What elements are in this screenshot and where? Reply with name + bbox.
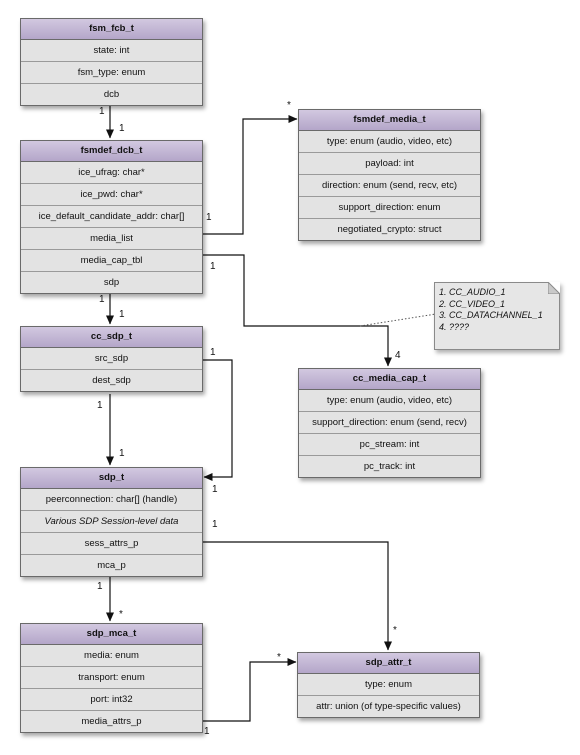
class-cc-media-cap-t[interactable]: cc_media_cap_t type: enum (audio, video,… [298, 368, 481, 478]
class-fsm-fcb-t[interactable]: fsm_fcb_t state: int fsm_type: enum dcb [20, 18, 203, 106]
class-sdp-t[interactable]: sdp_t peerconnection: char[] (handle) Va… [20, 467, 203, 577]
class-sdp-mca-t[interactable]: sdp_mca_t media: enum transport: enum po… [20, 623, 203, 733]
class-sdp-attr-t[interactable]: sdp_attr_t type: enum attr: union (of ty… [297, 652, 480, 718]
multiplicity-label: 1 [119, 448, 125, 459]
attr-support-direction: support_direction: enum (send, recv) [299, 412, 480, 434]
multiplicity-label: 1 [206, 212, 212, 223]
attr-session-level-data: Various SDP Session-level data [21, 511, 202, 533]
multiplicity-label: 1 [119, 309, 125, 320]
edge-media-attrs [202, 658, 297, 722]
attr-port: port: int32 [21, 689, 202, 711]
attr-state: state: int [21, 40, 202, 62]
attr-dcb: dcb [103, 89, 120, 100]
edge-sess-attrs [202, 541, 392, 651]
attr-peerconnection: peerconnection: char[] (handle) [21, 489, 202, 511]
attr-negotiated-crypto: negotiated_crypto: struct [337, 224, 442, 235]
class-title: sdp_attr_t [298, 653, 479, 674]
note-fold-icon [548, 282, 560, 294]
attr-type: type: enum (audio, video, etc) [299, 131, 480, 153]
attr-dest-sdp: dest_sdp [92, 375, 131, 386]
multiplicity-label: * [393, 625, 397, 636]
multiplicity-label: 1 [99, 294, 105, 305]
attr-pc-track: pc_track: int [363, 461, 416, 472]
attr-ice-ufrag: ice_ufrag: char* [21, 162, 202, 184]
note: 1. CC_AUDIO_1 2. CC_VIDEO_1 3. CC_DATACH… [434, 282, 560, 350]
multiplicity-label: 1 [210, 261, 216, 272]
attr-transport: transport: enum [21, 667, 202, 689]
attr-type: type: enum (audio, video, etc) [299, 390, 480, 412]
multiplicity-label: 1 [210, 347, 216, 358]
class-fsmdef-media-t[interactable]: fsmdef_media_t type: enum (audio, video,… [298, 109, 481, 241]
note-line: 2. CC_VIDEO_1 [439, 298, 506, 309]
attr-media-list: media_list [21, 228, 202, 250]
attr-attr: attr: union (of type-specific values) [316, 701, 461, 712]
attr-payload: payload: int [299, 153, 480, 175]
attr-ice-default-candidate-addr: ice_default_candidate_addr: char[] [21, 206, 202, 228]
attr-media-cap-tbl: media_cap_tbl [21, 250, 202, 272]
multiplicity-label: 1 [212, 519, 218, 530]
attr-ice-pwd: ice_pwd: char* [21, 184, 202, 206]
attr-mca-p: mca_p [97, 560, 126, 571]
multiplicity-label: 1 [119, 123, 125, 134]
note-line: 3. CC_DATACHANNEL_1 [439, 310, 543, 320]
multiplicity-label: * [277, 652, 281, 663]
multiplicity-label: * [119, 609, 123, 620]
attr-sess-attrs-p: sess_attrs_p [21, 533, 202, 555]
attr-sdp: sdp [103, 277, 120, 288]
edge-media-list [202, 115, 298, 235]
edge-media-cap-tbl [202, 254, 392, 367]
multiplicity-label: 1 [204, 726, 210, 737]
edge-src-sdp [202, 359, 233, 481]
class-title: fsmdef_media_t [299, 110, 480, 131]
multiplicity-label: * [287, 100, 291, 111]
attr-type: type: enum [298, 674, 479, 696]
class-title: cc_sdp_t [21, 327, 202, 348]
multiplicity-label: 1 [97, 400, 103, 411]
attr-support-direction: support_direction: enum [299, 197, 480, 219]
attr-pc-stream: pc_stream: int [299, 434, 480, 456]
class-title: fsmdef_dcb_t [21, 141, 202, 162]
attr-direction: direction: enum (send, recv, etc) [299, 175, 480, 197]
class-title: cc_media_cap_t [299, 369, 480, 390]
note-line: 1. CC_AUDIO_1 [439, 287, 506, 297]
attr-src-sdp: src_sdp [21, 348, 202, 370]
multiplicity-label: 1 [212, 484, 218, 495]
note-dotted-link [359, 313, 437, 327]
class-title: sdp_t [21, 468, 202, 489]
class-title: fsm_fcb_t [21, 19, 202, 40]
attr-media: media: enum [21, 645, 202, 667]
class-cc-sdp-t[interactable]: cc_sdp_t src_sdp dest_sdp [20, 326, 203, 392]
attr-media-attrs-p: media_attrs_p [81, 716, 142, 727]
note-line: 4. ???? [439, 321, 470, 332]
multiplicity-label: 1 [97, 581, 103, 592]
multiplicity-label: 1 [99, 106, 105, 117]
multiplicity-label: 4 [395, 350, 401, 361]
class-title: sdp_mca_t [21, 624, 202, 645]
class-fsmdef-dcb-t[interactable]: fsmdef_dcb_t ice_ufrag: char* ice_pwd: c… [20, 140, 203, 294]
attr-fsm-type: fsm_type: enum [21, 62, 202, 84]
